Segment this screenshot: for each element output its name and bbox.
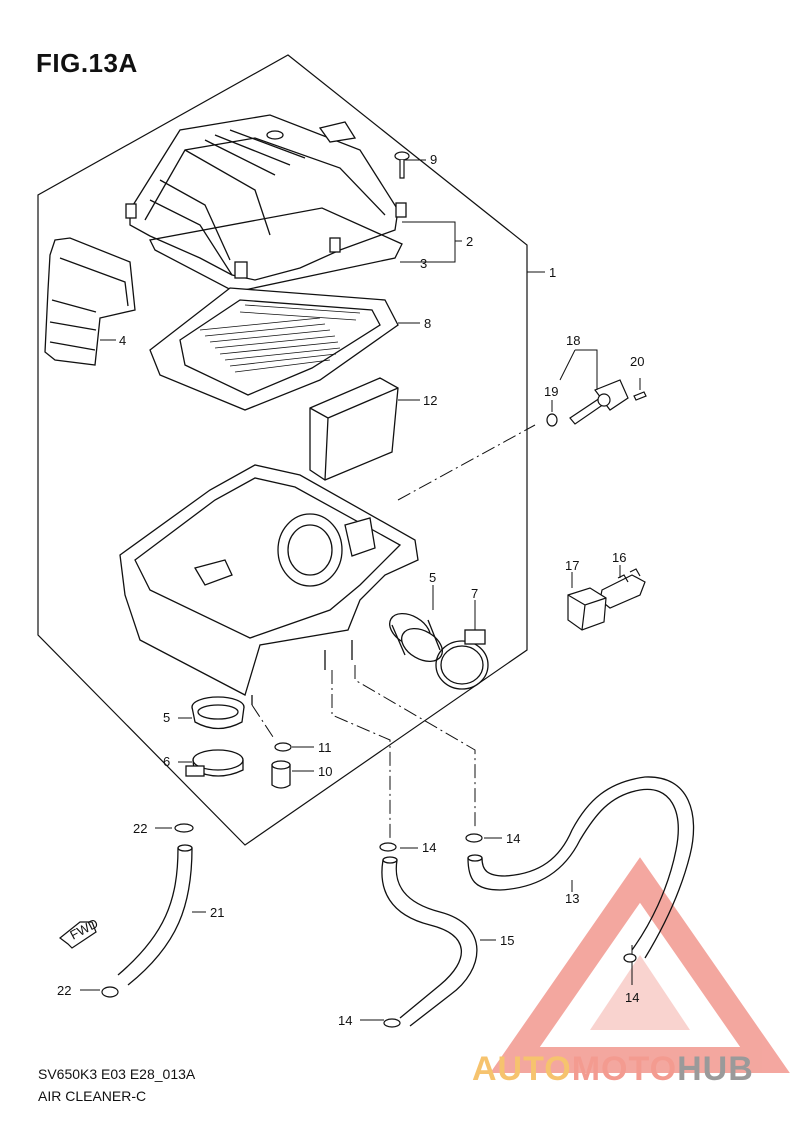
hose-clips — [101, 823, 637, 1028]
callout-3: 3 — [420, 256, 427, 271]
callout-10: 10 — [318, 764, 332, 779]
callout-21: 21 — [210, 905, 224, 920]
outlet-joint-lower — [191, 696, 245, 730]
callout-14-d: 14 — [338, 1013, 352, 1028]
callout-18: 18 — [566, 333, 580, 348]
figure-title: FIG.13A — [36, 48, 138, 78]
callout-6: 6 — [163, 754, 170, 769]
callout-20: 20 — [630, 354, 644, 369]
drain-hose-21 — [117, 844, 193, 986]
callout-5-upper: 5 — [429, 570, 436, 585]
callout-5-lower: 5 — [163, 710, 170, 725]
leader-lines — [80, 159, 641, 1021]
clamp-right — [435, 629, 489, 690]
callout-8: 8 — [424, 316, 431, 331]
foam-pad — [309, 377, 399, 481]
watermark-part-hub: HUB — [677, 1050, 754, 1088]
callout-22-a: 22 — [133, 821, 147, 836]
callout-16: 16 — [612, 550, 626, 565]
callout-17: 17 — [565, 558, 579, 573]
watermark-part-auto: AUTO — [472, 1050, 572, 1088]
alignment-lines — [251, 424, 633, 955]
figure-code: SV650K3 E03 E28_013A — [38, 1066, 196, 1082]
breather-hose-13 — [467, 776, 695, 959]
callout-19: 19 — [544, 384, 558, 399]
callout-11: 11 — [318, 740, 332, 755]
screw-9 — [394, 151, 410, 179]
callout-4: 4 — [119, 333, 126, 348]
watermark-logo — [490, 857, 790, 1073]
hose-15 — [381, 856, 478, 1027]
callout-22-b: 22 — [57, 983, 71, 998]
watermark-part-moto: MOTO — [571, 1050, 678, 1088]
figure-name: AIR CLEANER-C — [38, 1088, 147, 1104]
intake-air-sensor — [546, 379, 647, 427]
callout-labels: 1 2 3 4 5 5 6 7 8 9 10 11 12 13 14 14 14… — [57, 152, 644, 1028]
callout-14-b: 14 — [506, 831, 520, 846]
intake-duct — [44, 237, 136, 366]
watermark-text: AUTOMOTOHUB — [472, 1050, 754, 1089]
air-cleaner-cap — [125, 114, 407, 281]
holder-17 — [567, 587, 607, 631]
callout-1: 1 — [549, 265, 556, 280]
callout-14-c: 14 — [625, 990, 639, 1005]
callout-2: 2 — [466, 234, 473, 249]
callout-14-a: 14 — [422, 840, 436, 855]
air-filter-element — [149, 287, 399, 411]
assembly-outline — [37, 54, 528, 846]
air-cleaner-case — [119, 464, 419, 705]
callout-15: 15 — [500, 933, 514, 948]
clip-11 — [274, 742, 292, 752]
outlet-joint-right — [389, 612, 443, 663]
callout-9: 9 — [430, 152, 437, 167]
callout-13: 13 — [565, 891, 579, 906]
clamp-lower — [185, 749, 244, 777]
connector-16 — [599, 568, 646, 609]
cap-10 — [271, 760, 291, 789]
fwd-arrow: FWD — [59, 916, 101, 949]
callout-7: 7 — [471, 586, 478, 601]
callout-12: 12 — [423, 393, 437, 408]
